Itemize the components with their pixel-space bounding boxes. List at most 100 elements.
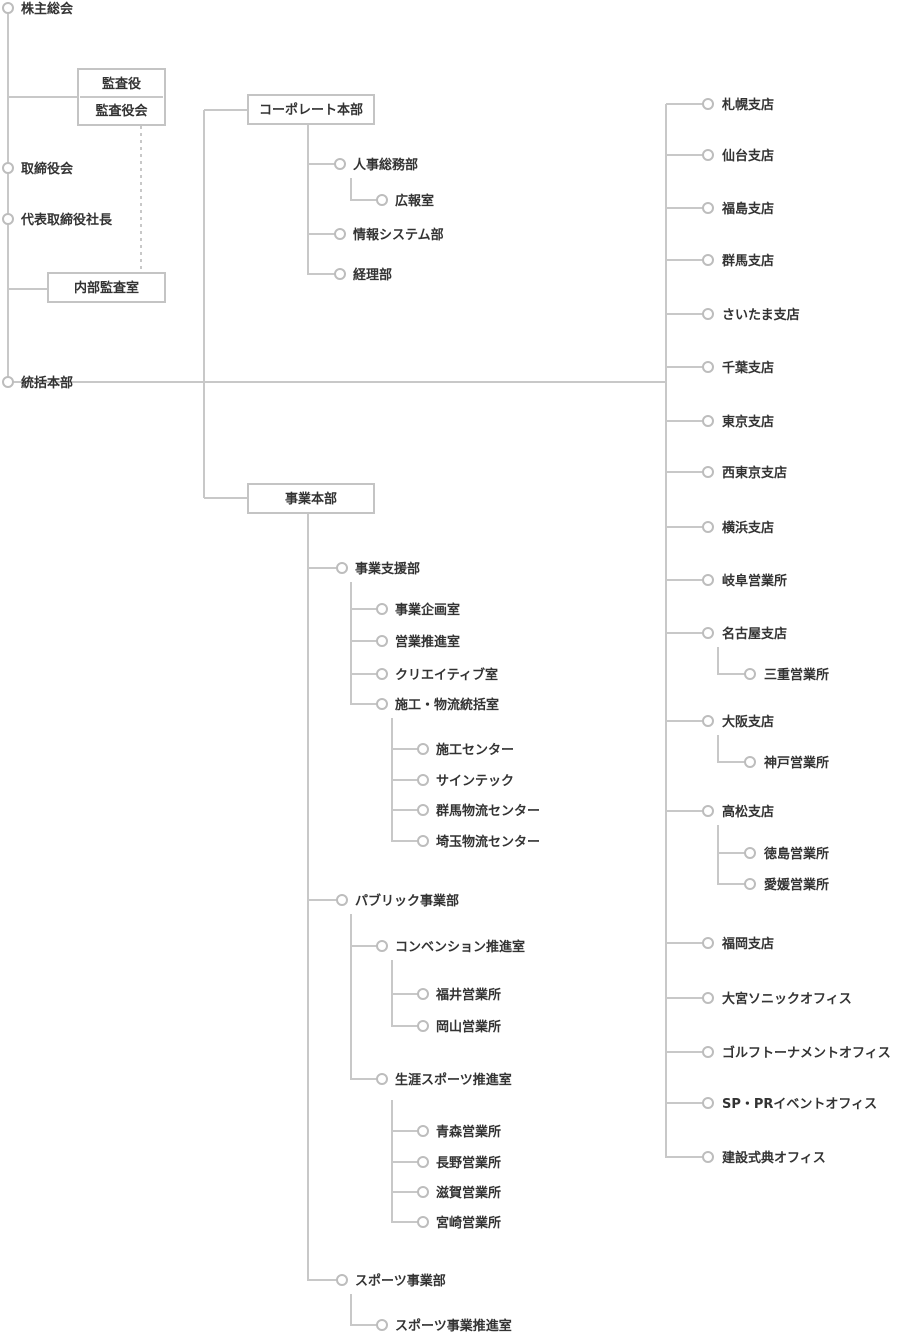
top-nodes: 株主総会 取締役会 代表取締役社長 統括本部 [2, 1, 113, 391]
node-osaka: 大阪支店 [702, 714, 774, 730]
planning-label: 事業企画室 [395, 602, 460, 618]
osaka-label: 大阪支店 [722, 714, 774, 730]
takamatsu-label: 高松支店 [722, 804, 774, 820]
okayama-label: 岡山営業所 [436, 1019, 501, 1035]
nishitokyo-label: 西東京支店 [722, 465, 787, 481]
node-sports-promotion: スポーツ事業推進室 [376, 1318, 512, 1334]
node-support: 事業支援部 [336, 561, 420, 577]
saitama-label: さいたま支店 [722, 307, 800, 323]
corporate-nodes: 人事総務部 広報室 情報システム部 経理部 [334, 157, 444, 283]
node-it: 情報システム部 [334, 227, 444, 243]
node-promotion: 営業推進室 [376, 634, 460, 650]
corporate-division-box: コーポレート本部 [247, 94, 375, 125]
auditor-label: 監査役 [102, 76, 141, 92]
node-takamatsu: 高松支店 [702, 804, 774, 820]
node-golf: ゴルフトーナメントオフィス [702, 1045, 891, 1061]
fukuoka-label: 福岡支店 [721, 936, 774, 952]
corporate-division-label: コーポレート本部 [259, 102, 363, 118]
chiba-label: 千葉支店 [722, 360, 774, 376]
node-sapporo: 札幌支店 [702, 97, 774, 113]
node-planning: 事業企画室 [376, 602, 460, 618]
pr-label: 広報室 [395, 193, 434, 209]
sports-promotion-label: スポーツ事業推進室 [395, 1318, 512, 1334]
tokyo-label: 東京支店 [722, 414, 774, 430]
fukui-label: 福井営業所 [435, 987, 501, 1003]
node-gunma-logistics: 群馬物流センター [417, 803, 540, 819]
lifelong-label: 生涯スポーツ推進室 [395, 1072, 512, 1088]
sapporo-label: 札幌支店 [721, 97, 774, 113]
business-division-label: 事業本部 [285, 491, 337, 507]
convention-label: コンベンション推進室 [395, 939, 525, 955]
connector-lines [7, 8, 750, 1326]
node-fukushima: 福島支店 [702, 201, 774, 217]
miyazaki-label: 宮崎営業所 [436, 1215, 501, 1231]
node-shiga: 滋賀営業所 [417, 1185, 501, 1201]
node-logistics: 施工・物流統括室 [376, 697, 499, 713]
nagoya-label: 名古屋支店 [722, 626, 787, 642]
node-chiba: 千葉支店 [702, 360, 774, 376]
node-gunma: 群馬支店 [702, 253, 774, 269]
node-sports: スポーツ事業部 [336, 1273, 446, 1289]
node-saitama-logistics: 埼玉物流センター [417, 834, 540, 850]
creative-label: クリエイティブ室 [395, 667, 498, 683]
shiga-label: 滋賀営業所 [436, 1185, 501, 1201]
node-public: パブリック事業部 [336, 893, 459, 909]
node-construction-center: 施工センター [417, 742, 514, 758]
ehime-label: 愛媛営業所 [764, 877, 829, 893]
node-ehime: 愛媛営業所 [744, 877, 829, 893]
hr-label: 人事総務部 [353, 157, 418, 173]
signtech-label: サインテック [436, 774, 514, 789]
node-sendai: 仙台支店 [702, 148, 774, 164]
node-sppr: SP・PRイベントオフィス [702, 1097, 877, 1112]
promotion-label: 営業推進室 [395, 634, 460, 650]
node-gifu: 岐阜営業所 [702, 573, 787, 589]
internal-audit-box: 内部監査室 [47, 272, 166, 303]
aomori-label: 青森営業所 [436, 1124, 501, 1140]
sports-label: スポーツ事業部 [355, 1273, 446, 1289]
audit-board-label: 監査役会 [95, 103, 148, 119]
board-label: 取締役会 [21, 161, 74, 177]
saitama-logistics-label: 埼玉物流センター [436, 834, 540, 850]
node-creative: クリエイティブ室 [376, 667, 498, 683]
gunma-label: 群馬支店 [722, 253, 774, 269]
node-lifelong: 生涯スポーツ推進室 [376, 1072, 512, 1088]
construction-center-label: 施工センター [436, 742, 514, 758]
business-division-box: 事業本部 [247, 483, 375, 514]
sppr-label: SP・PRイベントオフィス [722, 1097, 877, 1112]
internal-audit-label: 内部監査室 [74, 280, 139, 296]
business-nodes: 事業支援部 事業企画室 営業推進室 クリエイティブ室 施工・物流統括室 施工セン… [336, 561, 540, 1334]
node-signtech: サインテック [417, 774, 514, 789]
node-shareholders: 株主総会 [2, 1, 74, 17]
node-accounting: 経理部 [334, 267, 392, 283]
sendai-label: 仙台支店 [722, 148, 774, 164]
node-yokohama: 横浜支店 [702, 520, 774, 536]
public-label: パブリック事業部 [355, 893, 459, 909]
node-pr: 広報室 [376, 193, 434, 209]
node-convention: コンベンション推進室 [376, 939, 525, 955]
node-saitama: さいたま支店 [702, 307, 800, 323]
kobe-label: 神戸営業所 [764, 755, 829, 771]
shareholders-label: 株主総会 [21, 1, 74, 17]
mie-label: 三重営業所 [764, 667, 829, 683]
gifu-label: 岐阜営業所 [722, 573, 787, 589]
node-hq: 統括本部 [2, 375, 73, 391]
node-construction-office: 建設式典オフィス [702, 1150, 826, 1166]
node-okayama: 岡山営業所 [417, 1019, 501, 1035]
president-label: 代表取締役社長 [20, 212, 113, 228]
node-kobe: 神戸営業所 [744, 755, 829, 771]
it-label: 情報システム部 [353, 227, 444, 243]
accounting-label: 経理部 [353, 267, 392, 283]
node-omiya: 大宮ソニックオフィス [702, 991, 852, 1007]
node-board: 取締役会 [2, 161, 74, 177]
node-tokushima: 徳島営業所 [744, 846, 829, 862]
node-fukuoka: 福岡支店 [702, 936, 774, 952]
auditor-box: 監査役 監査役会 [77, 68, 166, 126]
node-aomori: 青森営業所 [417, 1124, 501, 1140]
support-label: 事業支援部 [355, 561, 420, 577]
node-nishitokyo: 西東京支店 [702, 465, 787, 481]
yokohama-label: 横浜支店 [722, 520, 774, 536]
omiya-label: 大宮ソニックオフィス [722, 991, 852, 1007]
fukushima-label: 福島支店 [721, 201, 774, 217]
logistics-label: 施工・物流統括室 [395, 697, 499, 713]
